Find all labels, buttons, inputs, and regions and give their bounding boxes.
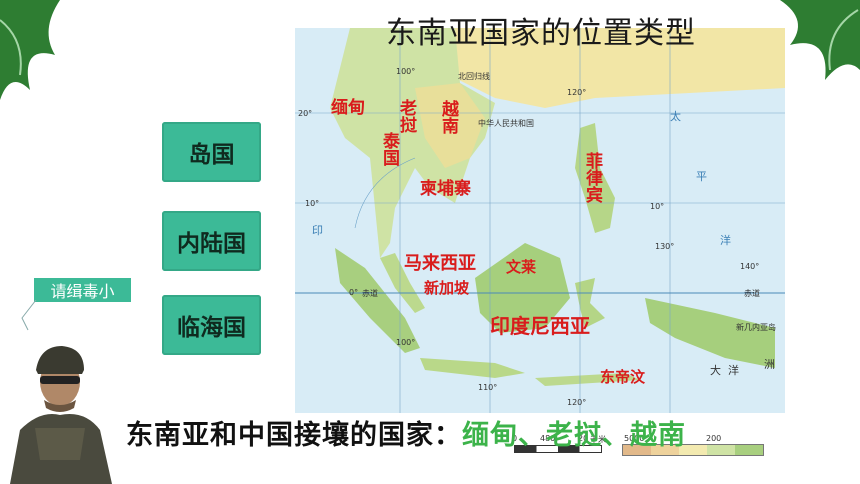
country-singapore: 新加坡: [424, 279, 470, 297]
coastal-country-button[interactable]: 临海国: [162, 295, 261, 355]
country-timor: 东帝汶: [600, 368, 646, 386]
bordering-countries-sentence: 东南亚和中国接壤的国家：缅甸、老挝、越南: [126, 413, 686, 452]
label-lat-0: 0°: [349, 288, 359, 297]
page-title: 东南亚国家的位置类型: [386, 16, 696, 51]
country-thailand: 泰国: [379, 132, 399, 166]
label-equator: 赤道: [362, 289, 378, 298]
bordering-countries-answer: 缅甸、老挝、越南: [462, 420, 686, 451]
leaf-decoration-left: [0, 0, 60, 100]
country-myanmar: 缅甸: [331, 98, 365, 118]
country-cambodia: 柬埔寨: [420, 179, 471, 199]
label-lon-130: 130°: [655, 242, 675, 251]
scale-bar: [514, 445, 602, 453]
label-new-guinea: 新几内亚岛: [736, 323, 776, 332]
label-oceania-1: 大: [710, 364, 721, 377]
legend-tick-5000: 5000: [624, 434, 645, 443]
landlocked-country-button[interactable]: 内陆国: [162, 211, 261, 271]
label-china: 中华人民共和国: [478, 119, 534, 128]
label-pacific-3: 洋: [720, 234, 731, 247]
label-lon-140: 140°: [740, 262, 760, 271]
label-lat-10-right: 10°: [650, 202, 665, 211]
label-lon-120: 120°: [567, 88, 587, 97]
soldier-character-image: [10, 346, 112, 484]
bordering-countries-prefix: 东南亚和中国接壤的国家：: [126, 420, 462, 451]
country-philippines: 菲律宾: [582, 152, 602, 203]
label-lon-100: 100°: [396, 67, 416, 76]
label-pacific-2: 平: [696, 170, 707, 183]
label-pacific-1: 太: [670, 110, 681, 123]
leaf-decoration-right: [780, 0, 860, 80]
scale-unit: 千米: [590, 435, 606, 444]
character-badge: 请缉毒小: [32, 276, 133, 304]
elevation-legend: [622, 444, 764, 456]
country-vietnam: 越南: [438, 100, 458, 134]
label-lon-120-bottom: 120°: [567, 398, 587, 407]
country-indonesia: 印度尼西亚: [490, 314, 590, 338]
southeast-asia-map: [295, 28, 785, 413]
scale-tick-480: 480: [540, 434, 556, 443]
country-laos: 老挝: [396, 99, 416, 133]
label-tropic: 北回归线: [458, 72, 490, 81]
legend-tick-200: 200: [706, 434, 722, 443]
label-oceania-3: 洲: [764, 358, 775, 371]
label-oceania-2: 洋: [728, 364, 739, 377]
country-brunei: 文莱: [506, 258, 537, 276]
label-equator-right: 赤道: [744, 289, 760, 298]
label-lon-100-bottom: 100°: [396, 338, 416, 347]
island-country-button[interactable]: 岛国: [162, 122, 261, 182]
badge-connector: [21, 300, 37, 331]
country-malaysia: 马来西亚: [404, 253, 476, 274]
scale-tick-20: 20: [578, 434, 589, 443]
label-lon-110: 110°: [478, 383, 498, 392]
scale-tick-0: 0: [512, 434, 518, 443]
label-lat-10: 10°: [305, 199, 320, 208]
label-lat-20: 20°: [298, 109, 313, 118]
label-indian: 印: [312, 224, 323, 237]
